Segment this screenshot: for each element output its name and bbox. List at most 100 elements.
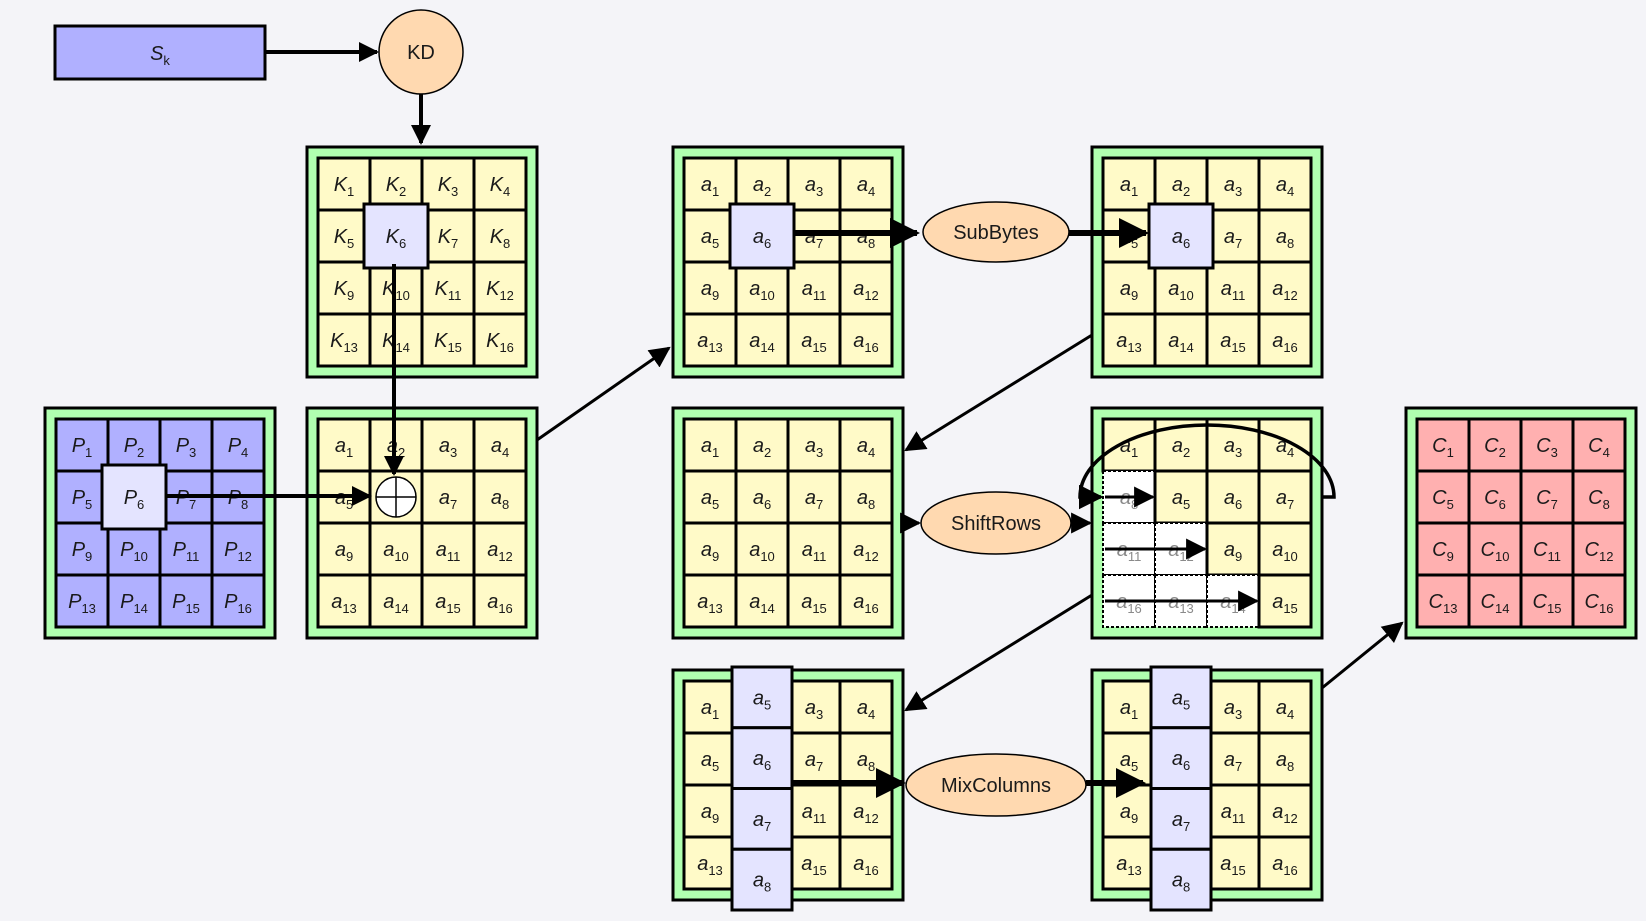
cell-label: a11 [802,801,827,826]
grid-cell: a3 [1205,156,1261,212]
grid-cell: a6 [1205,469,1261,525]
cell-label: a9 [1120,278,1138,303]
cell-label: a3 [439,435,457,460]
grid-cell: P9 [54,521,110,577]
cell-label: K15 [434,330,462,355]
grid-cell: a15 [786,835,842,891]
key-source-label: Sk [150,43,170,68]
grid-cell: K1 [316,156,372,212]
cell-label: a5 [753,687,771,712]
mixed-column-cell: a6 [1149,726,1213,790]
grid-cell: P10 [106,521,162,577]
grid-cell: a15 [786,312,842,368]
grid-cell: K12 [472,260,528,316]
cell-label: a7 [1224,226,1242,251]
cell-label: K13 [330,330,358,355]
cell-label: C1 [1432,435,1454,460]
mixed-column-cell: a7 [1149,787,1213,851]
grid-cell: a13 [316,573,372,629]
cell-label: a6 [1224,487,1242,512]
cell-label: K11 [435,278,462,303]
mixed-column-cell: a5 [1149,665,1213,730]
grid-cell: a4 [1257,679,1313,735]
cell-label: a2 [1172,174,1190,199]
cell-label: a6 [1172,748,1190,773]
mixed-column-cell: a8 [1149,847,1213,912]
grid-cell: C6 [1467,469,1523,525]
cell-label: P3 [176,435,197,460]
grid-cell: a2 [1153,156,1209,212]
grid-cell: a10 [368,521,424,577]
grid-cell: a14 [734,312,790,368]
grid-cell: a8 [838,731,894,787]
cell-label: P16 [224,591,252,616]
cell-label: a10 [749,278,775,303]
cell-label: a8 [1276,749,1294,774]
grid-cell: a5 [682,731,738,787]
grid-cell: a15 [1205,312,1261,368]
cell-label: a7 [1276,487,1294,512]
cell-label: C11 [1533,539,1561,564]
cell-label: P10 [120,539,148,564]
cell-label: a7 [1224,749,1242,774]
cell-label: a11 [1221,801,1246,826]
cell-label: a5 [701,487,719,512]
cell-label: C7 [1536,487,1558,512]
cell-label: a5 [701,226,719,251]
cell-label: a4 [857,174,875,199]
cell-label: a12 [1272,278,1298,303]
cell-label: a2 [753,435,771,460]
grid-cell: a1 [682,417,738,473]
cell-label: a8 [857,226,875,251]
subbytes-label: SubBytes [953,222,1039,244]
cell-label: a12 [853,539,879,564]
cell-label: a5 [1172,687,1190,712]
grid-cell: a15 [420,573,476,629]
grid-cell: C8 [1571,469,1627,525]
cell-label: a9 [1224,539,1242,564]
cell-label: a9 [701,539,719,564]
grid-cell: a1 [1101,156,1157,212]
cell-label: a11 [802,539,827,564]
grid-cell: K13 [316,312,372,368]
grid-cell: a12 [838,260,894,316]
cell-label: P2 [124,435,145,460]
cell-label: a15 [1272,591,1298,616]
grid-cell: a9 [1101,783,1157,839]
cell-label: a6 [1172,226,1190,251]
grid-cell: a4 [1257,156,1313,212]
grid-cell: C1 [1415,417,1471,473]
grid-cell: a13 [1101,312,1157,368]
mixcolumns-node: MixColumns [905,753,1087,817]
highlighted-cell: P6 [100,463,168,531]
grid-cell: a12 [1257,783,1313,839]
grid-cell: a11 [786,783,842,839]
flow-arrows [165,42,1404,798]
cell-label: K5 [334,226,355,251]
cell-label: a13 [1116,330,1142,355]
grid-cell: K15 [420,312,476,368]
grid-cell: a14 [734,573,790,629]
cell-label: a10 [383,539,409,564]
cell-label: a4 [857,697,875,722]
grid-cell: P13 [54,573,110,629]
cell-label: a3 [1224,174,1242,199]
cell-label: K3 [438,174,459,199]
cell-label: a12 [1272,801,1298,826]
grid-cell: a4 [838,679,894,735]
cell-label: a8 [1172,870,1190,895]
grid-cell: a1 [1101,679,1157,735]
grid-cell: a10 [1257,521,1313,577]
cell-label: a1 [1120,697,1138,722]
cell-label: a2 [753,174,771,199]
grid-cell: a7 [1205,208,1261,264]
grid-cell: a15 [786,573,842,629]
cell-label: a5 [1172,487,1190,512]
grid-cell: a6 [734,469,790,525]
grid-cell: a5 [682,208,738,264]
cell-label: a4 [1276,697,1294,722]
grid-cell: C3 [1519,417,1575,473]
grid-cell: a9 [682,783,738,839]
